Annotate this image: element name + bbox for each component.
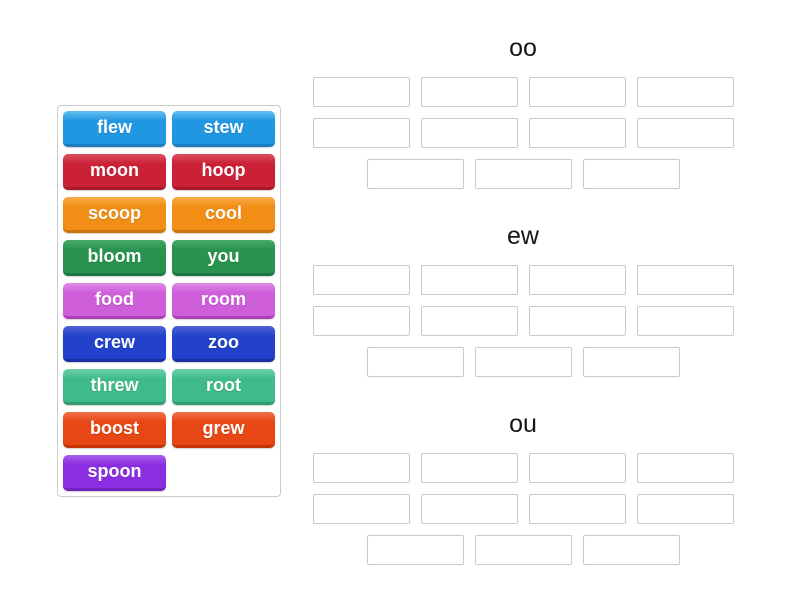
answer-slot[interactable] — [420, 265, 518, 295]
word-tile-zoo[interactable]: zoo — [172, 326, 275, 362]
group-title-oo: oo — [509, 34, 537, 62]
word-tile-spoon[interactable]: spoon — [63, 455, 166, 491]
answer-slot[interactable] — [636, 77, 734, 107]
answer-slot[interactable] — [636, 453, 734, 483]
answer-slot[interactable] — [420, 77, 518, 107]
groups-board: oo ew ou — [300, 0, 746, 597]
answer-slot[interactable] — [582, 159, 680, 189]
word-tile-flew[interactable]: flew — [63, 111, 166, 147]
word-tile-crew[interactable]: crew — [63, 326, 166, 362]
word-tile-bloom[interactable]: bloom — [63, 240, 166, 276]
answer-slot[interactable] — [366, 159, 464, 189]
group-oo: oo — [300, 33, 746, 189]
answer-slot[interactable] — [420, 494, 518, 524]
answer-slot[interactable] — [420, 118, 518, 148]
answer-slot[interactable] — [528, 77, 626, 107]
word-tile-root[interactable]: root — [172, 369, 275, 405]
answer-slot[interactable] — [474, 159, 572, 189]
answer-slot[interactable] — [474, 347, 572, 377]
word-tile-boost[interactable]: boost — [63, 412, 166, 448]
group-ew: ew — [300, 221, 746, 377]
answer-slot[interactable] — [582, 347, 680, 377]
answer-slot[interactable] — [312, 77, 410, 107]
word-tile-you[interactable]: you — [172, 240, 275, 276]
answer-slot[interactable] — [528, 306, 626, 336]
slots-grid-ew — [312, 265, 734, 377]
group-title-ew: ew — [507, 222, 539, 250]
answer-slot[interactable] — [636, 265, 734, 295]
slots-grid-ou — [312, 453, 734, 565]
answer-slot[interactable] — [582, 535, 680, 565]
word-tile-food[interactable]: food — [63, 283, 166, 319]
answer-slot[interactable] — [312, 453, 410, 483]
word-tile-moon[interactable]: moon — [63, 154, 166, 190]
answer-slot[interactable] — [366, 535, 464, 565]
answer-slot[interactable] — [636, 118, 734, 148]
word-tile-stew[interactable]: stew — [172, 111, 275, 147]
answer-slot[interactable] — [312, 494, 410, 524]
answer-slot[interactable] — [528, 453, 626, 483]
answer-slot[interactable] — [474, 535, 572, 565]
word-tile-hoop[interactable]: hoop — [172, 154, 275, 190]
answer-slot[interactable] — [312, 306, 410, 336]
word-tile-scoop[interactable]: scoop — [63, 197, 166, 233]
word-tile-room[interactable]: room — [172, 283, 275, 319]
answer-slot[interactable] — [420, 453, 518, 483]
slots-grid-oo — [312, 77, 734, 189]
group-title-ou: ou — [509, 410, 537, 438]
answer-slot[interactable] — [528, 118, 626, 148]
answer-slot[interactable] — [636, 306, 734, 336]
word-tile-cool[interactable]: cool — [172, 197, 275, 233]
answer-slot[interactable] — [366, 347, 464, 377]
answer-slot[interactable] — [312, 118, 410, 148]
word-tile-threw[interactable]: threw — [63, 369, 166, 405]
answer-slot[interactable] — [636, 494, 734, 524]
answer-slot[interactable] — [312, 265, 410, 295]
answer-slot[interactable] — [528, 265, 626, 295]
word-tile-grew[interactable]: grew — [172, 412, 275, 448]
answer-slot[interactable] — [528, 494, 626, 524]
group-ou: ou — [300, 409, 746, 565]
answer-slot[interactable] — [420, 306, 518, 336]
